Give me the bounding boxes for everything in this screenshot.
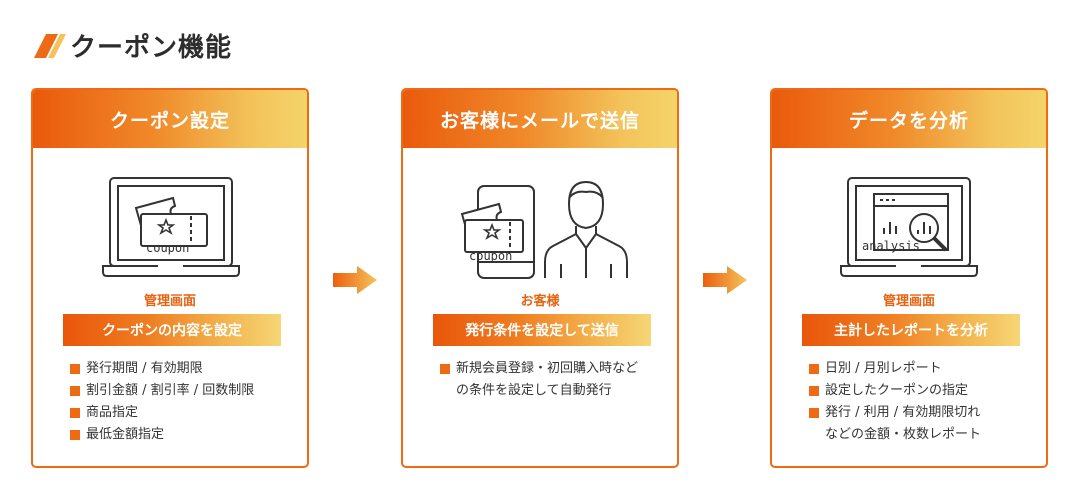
card-header: お客様にメールで送信: [403, 90, 677, 148]
list-item: 発行 / 利用 / 有効期限切れ: [809, 402, 1028, 424]
list-item-text: 発行期間 / 有効期限: [86, 361, 203, 376]
coupon-label: coupon: [146, 241, 189, 255]
page-title: クーポン機能: [70, 32, 233, 63]
card-coupon-setup: クーポン設定 coupon 管理画面 クーポンの内容を設定 発行期間 / 有効期…: [31, 88, 309, 468]
bullet-square-icon: [70, 386, 80, 396]
title-slash-icon: [32, 30, 68, 60]
list-item-text: 新規会員登録・初回購入時など: [456, 361, 639, 376]
list-item: 新規会員登録・初回購入時など: [440, 358, 659, 380]
list-item-text: 発行 / 利用 / 有効期限切れ: [825, 405, 981, 420]
feature-list: 発行期間 / 有効期限 割引金額 / 割引率 / 回数制限 商品指定 最低金額指…: [70, 358, 289, 446]
arrow-right-icon: [701, 265, 749, 295]
list-item: 日別 / 月別レポート: [809, 358, 1028, 380]
list-item-text: 最低金額指定: [86, 427, 165, 442]
list-item: の条件を設定して自動発行: [440, 380, 659, 402]
list-item-text: 商品指定: [86, 405, 139, 420]
list-item-text: 日別 / 月別レポート: [825, 361, 942, 376]
list-item: 最低金額指定: [70, 424, 289, 446]
bullet-square-icon: [809, 364, 819, 374]
list-item: などの金額・枚数レポート: [809, 424, 1028, 446]
card-header: クーポン設定: [33, 90, 307, 148]
list-item: 発行期間 / 有効期限: [70, 358, 289, 380]
arrow-right-icon: [331, 265, 379, 295]
laptop-analysis-icon: analysis: [772, 168, 1046, 288]
bullet-square-icon: [440, 364, 450, 374]
feature-band: 発行条件を設定して送信: [433, 314, 651, 346]
list-item-text: などの金額・枚数レポート: [825, 427, 982, 442]
bullet-square-icon: [809, 408, 819, 418]
analysis-label: analysis: [862, 239, 920, 253]
bullet-square-icon: [70, 364, 80, 374]
feature-list: 新規会員登録・初回購入時など の条件を設定して自動発行: [440, 358, 659, 402]
bullet-square-icon: [70, 408, 80, 418]
role-label: 管理画面: [882, 294, 935, 309]
role-label: お客様: [520, 294, 560, 309]
list-item-text: の条件を設定して自動発行: [456, 383, 612, 398]
list-item-text: 設定したクーポンの指定: [825, 383, 969, 398]
card-header: データを分析: [772, 90, 1046, 148]
coupon-label: coupon: [469, 249, 512, 263]
bullet-square-icon: [809, 386, 819, 396]
feature-band: クーポンの内容を設定: [63, 314, 281, 346]
role-label: 管理画面: [143, 294, 196, 309]
list-item: 割引金額 / 割引率 / 回数制限: [70, 380, 289, 402]
card-data-analysis: データを分析 ana: [770, 88, 1048, 468]
list-item: 商品指定: [70, 402, 289, 424]
feature-list: 日別 / 月別レポート 設定したクーポンの指定 発行 / 利用 / 有効期限切れ…: [809, 358, 1028, 446]
section-title: クーポン機能: [32, 28, 233, 63]
phone-coupon-customer-icon: coupon: [403, 168, 677, 288]
bullet-square-icon: [70, 430, 80, 440]
list-item: 設定したクーポンの指定: [809, 380, 1028, 402]
feature-band: 主計したレポートを分析: [802, 314, 1020, 346]
list-item-text: 割引金額 / 割引率 / 回数制限: [86, 383, 255, 398]
card-email-send: お客様にメールで送信: [401, 88, 679, 468]
laptop-coupon-icon: coupon: [33, 168, 307, 288]
